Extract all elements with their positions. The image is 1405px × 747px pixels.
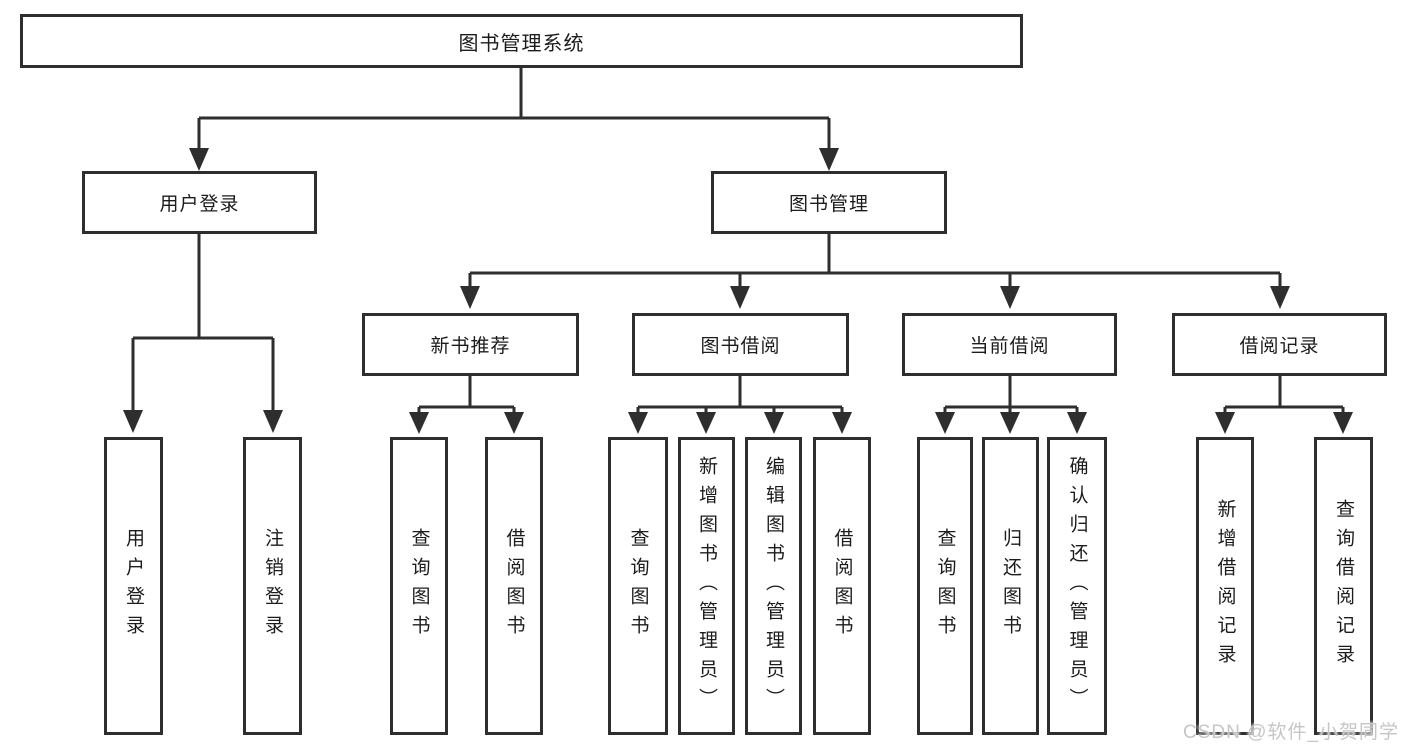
leaf-borrow-edit-book-admin: 编辑图书（管理员）: [745, 437, 802, 735]
node-book-borrow: 图书借阅: [632, 313, 849, 376]
leaf-recommend-query-book-label: 查询图书: [408, 528, 430, 644]
leaf-current-confirm-return-admin: 确认归还（管理员）: [1047, 437, 1107, 735]
leaf-borrow-query-book: 查询图书: [608, 437, 668, 735]
csdn-watermark: CSDN @软件_小贺同学: [1183, 722, 1399, 743]
leaf-borrow-borrow-book: 借阅图书: [813, 437, 871, 735]
node-new-book-recommend: 新书推荐: [362, 313, 579, 376]
leaf-recommend-borrow-book-label: 借阅图书: [503, 528, 525, 644]
leaf-borrow-borrow-book-label: 借阅图书: [831, 528, 853, 644]
leaf-current-query-book: 查询图书: [917, 437, 973, 735]
leaf-user-login: 用户登录: [104, 437, 163, 735]
node-borrow-records: 借阅记录: [1172, 313, 1387, 376]
leaf-current-confirm-return-admin-label: 确认归还（管理员）: [1066, 455, 1088, 717]
leaf-records-add-record: 新增借阅记录: [1196, 437, 1254, 735]
node-user-login: 用户登录: [82, 171, 317, 234]
leaf-logout-login-label: 注销登录: [262, 528, 283, 644]
leaf-user-login-label: 用户登录: [123, 528, 144, 644]
leaf-recommend-borrow-book: 借阅图书: [485, 437, 543, 735]
node-current-borrow: 当前借阅: [902, 313, 1117, 376]
leaf-current-return-book: 归还图书: [982, 437, 1039, 735]
leaf-records-add-record-label: 新增借阅记录: [1214, 499, 1236, 673]
leaf-current-return-book-label: 归还图书: [1000, 528, 1021, 644]
node-book-management: 图书管理: [711, 171, 947, 234]
leaf-records-query-record-label: 查询借阅记录: [1333, 499, 1354, 673]
leaf-borrow-add-book-admin-label: 新增图书（管理员）: [696, 455, 717, 717]
leaf-borrow-edit-book-admin-label: 编辑图书（管理员）: [763, 455, 784, 717]
leaf-logout-login: 注销登录: [243, 437, 302, 735]
leaf-borrow-query-book-label: 查询图书: [627, 528, 649, 644]
node-library-management-system: 图书管理系统: [20, 14, 1023, 68]
leaf-records-query-record: 查询借阅记录: [1314, 437, 1373, 735]
leaf-current-query-book-label: 查询图书: [934, 528, 956, 644]
leaf-recommend-query-book: 查询图书: [390, 437, 448, 735]
leaf-borrow-add-book-admin: 新增图书（管理员）: [678, 437, 735, 735]
